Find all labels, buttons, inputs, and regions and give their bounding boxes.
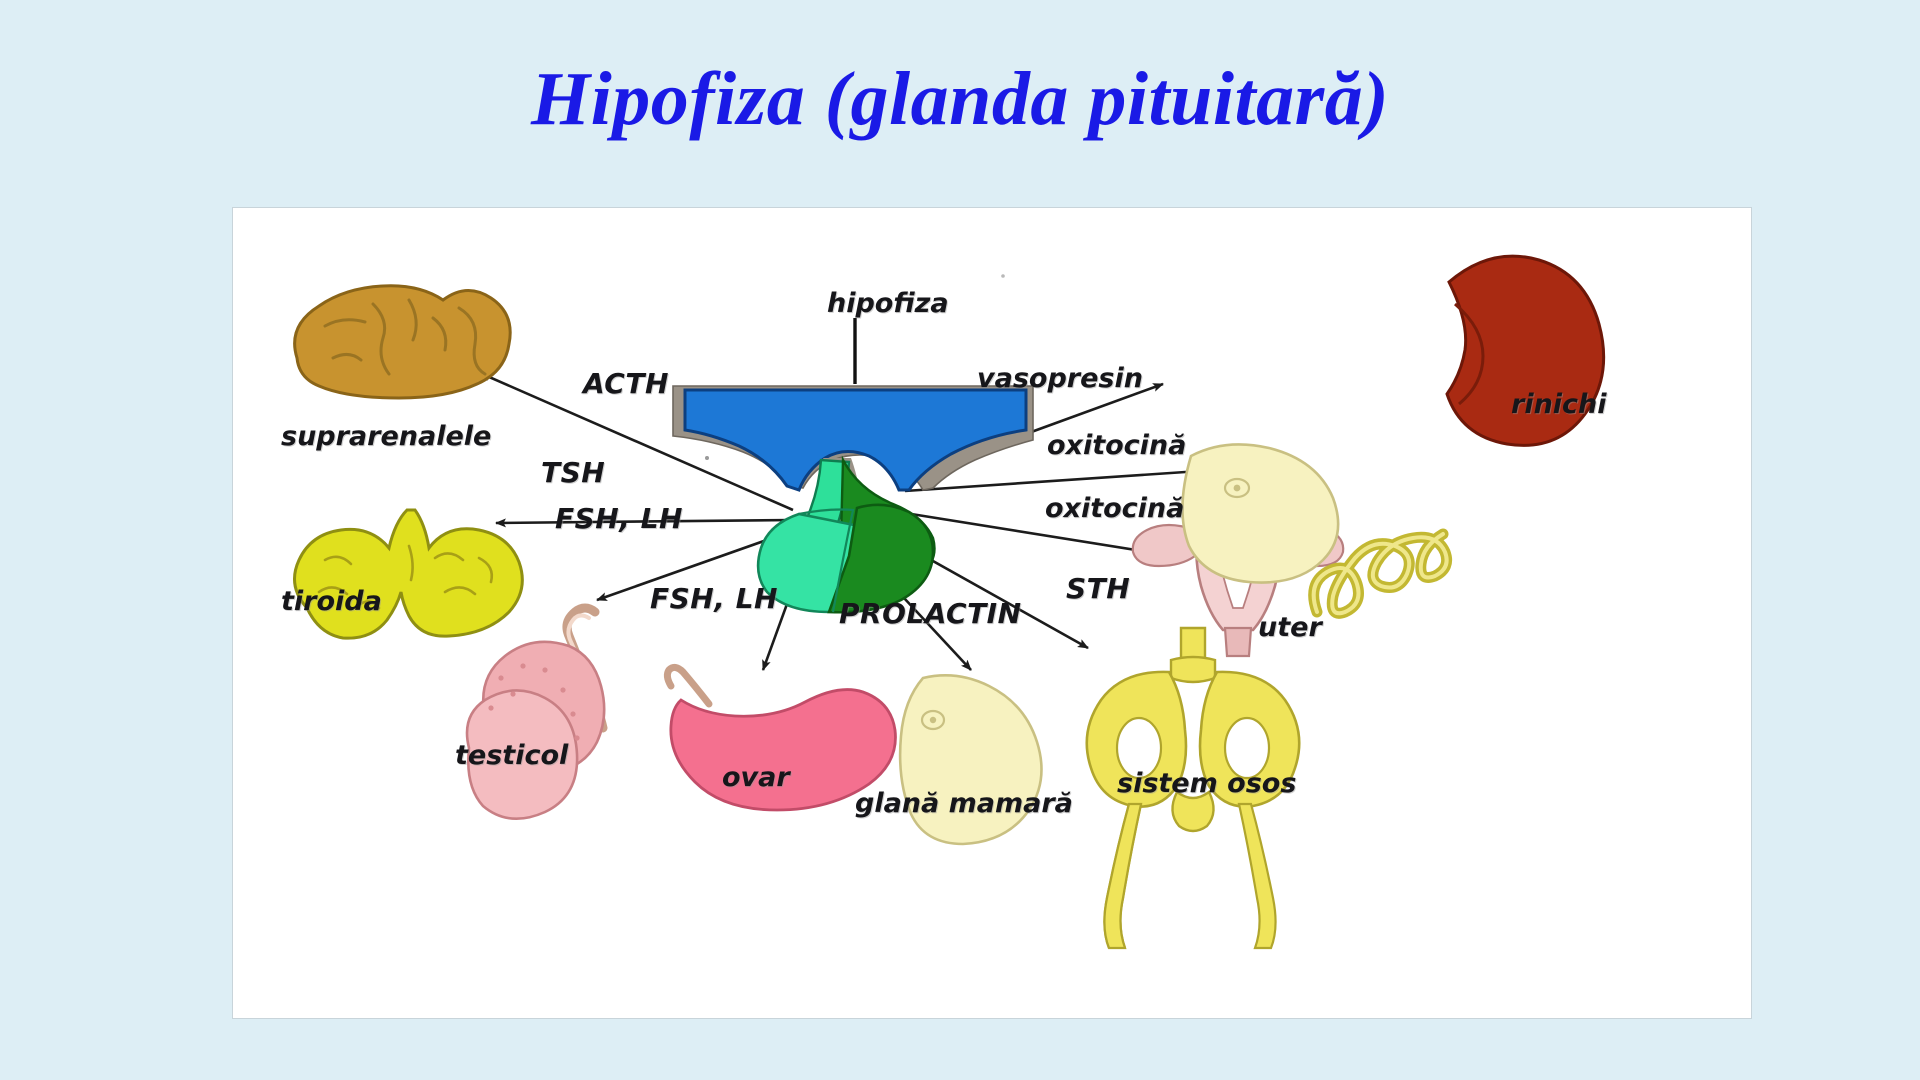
label-acth: ACTH [583,367,669,400]
scan-speck [705,456,709,460]
label-rinichi: rinichi [1511,389,1607,420]
label-prolactin: PROLACTIN [839,597,1022,630]
breast-illustration [1181,443,1340,584]
skeleton-illustration [1085,626,1301,950]
endocrine-diagram-svg [293,254,1606,950]
posterior-lobe-body [827,503,935,614]
pituitary-illustration [672,385,1034,614]
arrow-fsh-lh-testicol [596,528,796,602]
diagram-panel: hipofiza suprarenalele tiroida testicol … [232,207,1752,1019]
ovary-illustration [663,663,897,812]
arrow-oxitocina-san [904,466,1216,493]
label-suprarenalele: suprarenalele [281,421,492,452]
arrow-acth [479,371,794,512]
page-title: Hipofiza (glanda pituitară) [530,57,1390,141]
label-uter: uter [1258,612,1322,643]
label-ovar: ovar [722,762,790,793]
label-sistem-osos: sistem osos [1117,768,1297,799]
hypothalamus-shape [683,388,1028,492]
label-testicol: testicol [455,740,569,771]
arrow-tsh [495,518,794,528]
arrow-oxitocina-uter [904,511,1174,559]
label-hipofiza: hipofiza [827,288,949,319]
mammary-gland-illustration [898,674,1043,846]
label-vasopresin: vasopresin [977,363,1143,394]
label-tsh: TSH [541,456,606,489]
kidney-illustration [1445,254,1606,447]
nephron-tubule-highlight [1311,532,1449,616]
label-fsh-lh-2: FSH, LH [650,582,778,615]
scan-speck [1001,274,1005,278]
label-sth: STH [1066,572,1131,605]
label-oxitocina-2: oxitocină [1045,493,1185,524]
adrenal-gland-illustration [293,284,512,400]
label-tiroida: tiroida [281,586,382,617]
label-oxitocina-1: oxitocină [1047,430,1187,461]
lobe-divider [798,508,855,613]
label-fsh-lh-1: FSH, LH [555,502,683,535]
testicle-illustration [465,603,608,821]
label-glana-mamara: glană mamară [855,788,1073,819]
thyroid-illustration [293,508,524,640]
